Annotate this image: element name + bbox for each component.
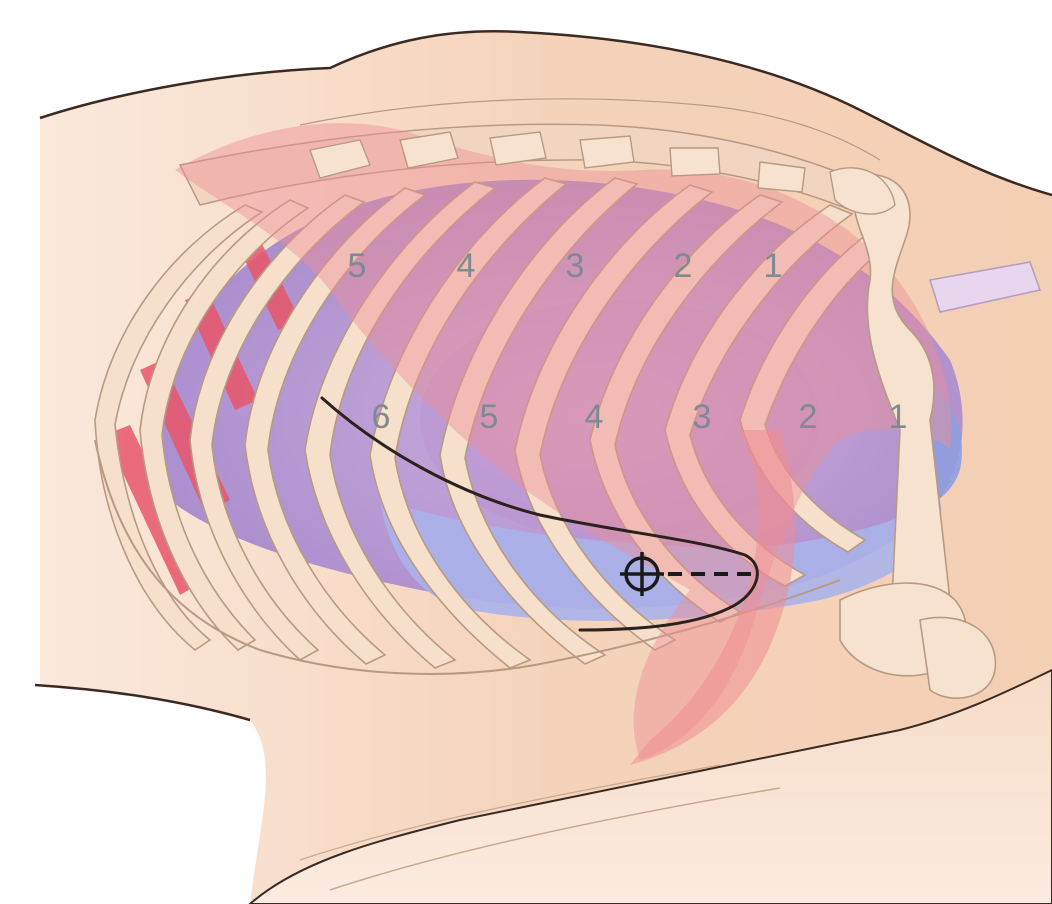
lower-number-2: 2: [799, 398, 818, 436]
lower-number-3: 3: [693, 398, 712, 436]
diaphragm-line: [320, 396, 759, 632]
serratus-muscle: [630, 430, 795, 765]
upper-number-1: 1: [764, 247, 783, 285]
lower-number-4: 4: [585, 398, 604, 436]
upper-number-5: 5: [348, 247, 367, 285]
vertebral-processes: [309, 131, 896, 215]
scapula-and-humerus: [839, 173, 1042, 699]
lower-number-6: 6: [372, 398, 391, 436]
lower-rib-numbers: 6 5 4 3 2 1: [372, 398, 908, 436]
costal-arch: [94, 439, 841, 675]
upper-number-2: 2: [674, 247, 693, 285]
upper-number-3: 3: [566, 247, 585, 285]
rib-cage: [94, 177, 902, 669]
lower-number-1: 1: [889, 398, 908, 436]
upper-number-4: 4: [457, 247, 476, 285]
upper-rib-numbers: 5 4 3 2 1: [348, 247, 783, 285]
target-crosshair-icon: [620, 552, 664, 596]
lower-number-5: 5: [480, 398, 499, 436]
